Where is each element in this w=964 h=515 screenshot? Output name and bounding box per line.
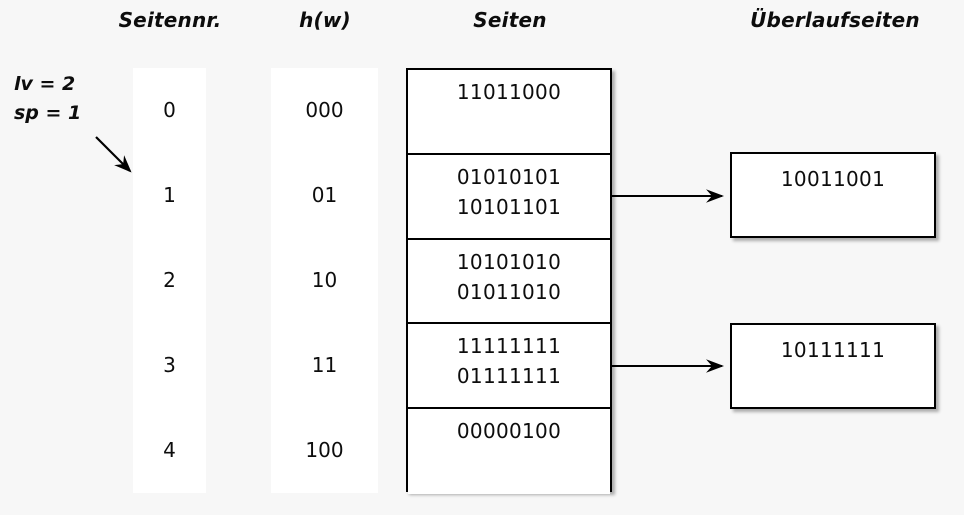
seiten-record: 11111111	[456, 334, 562, 359]
seiten-bucket-2: 10101010 01011010	[408, 239, 610, 325]
column-header-hw: h(w)	[299, 8, 351, 32]
overflow-record: 10011001	[780, 167, 886, 191]
cell-seitennr-4: 4	[163, 438, 176, 462]
cell-seitennr-3: 3	[163, 353, 176, 377]
seiten-record: 00000100	[456, 419, 562, 444]
overflow-page-1: 10111111	[730, 323, 936, 409]
cell-hw-1: 01	[311, 183, 338, 207]
cell-hw-3: 11	[311, 353, 338, 377]
column-seitennr: 0 1 2 3 4	[133, 68, 206, 493]
parameter-labels: lv = 2 sp = 1	[14, 70, 81, 128]
seiten-record: 01010101	[456, 164, 562, 189]
seiten-bucket-1: 01010101 10101101	[408, 154, 610, 240]
parameter-lv: lv = 2	[14, 73, 76, 95]
column-header-seitennr: Seitennr.	[118, 8, 222, 32]
cell-seitennr-1: 1	[163, 183, 176, 207]
cell-hw-0: 000	[305, 98, 344, 122]
cell-hw-4: 100	[305, 438, 344, 462]
seiten-bucket-0: 11011000	[408, 70, 610, 155]
overflow-record: 10111111	[780, 338, 886, 362]
seiten-table: 11011000 01010101 10101101 10101010 0101…	[406, 68, 612, 494]
cell-hw-2: 10	[311, 268, 338, 292]
column-header-seiten: Seiten	[473, 8, 547, 32]
column-hw: 000 01 10 11 100	[271, 68, 378, 493]
cell-seitennr-2: 2	[163, 268, 176, 292]
seiten-record: 01011010	[456, 279, 562, 304]
split-pointer-arrow-icon	[95, 136, 132, 173]
overflow-arrow-icon-1	[612, 359, 724, 373]
parameter-sp: sp = 1	[14, 102, 82, 124]
seiten-record: 11011000	[456, 80, 562, 104]
seiten-record: 01111111	[456, 364, 562, 389]
column-header-ueberlaufseiten: Überlaufseiten	[750, 8, 920, 32]
seiten-record: 10101101	[456, 194, 562, 219]
seiten-bucket-3: 11111111 01111111	[408, 324, 610, 410]
seiten-bucket-4: 00000100	[408, 409, 610, 494]
cell-seitennr-0: 0	[163, 98, 176, 122]
seiten-record: 10101010	[456, 249, 562, 274]
overflow-arrow-icon-0	[612, 189, 724, 203]
overflow-page-0: 10011001	[730, 152, 936, 238]
